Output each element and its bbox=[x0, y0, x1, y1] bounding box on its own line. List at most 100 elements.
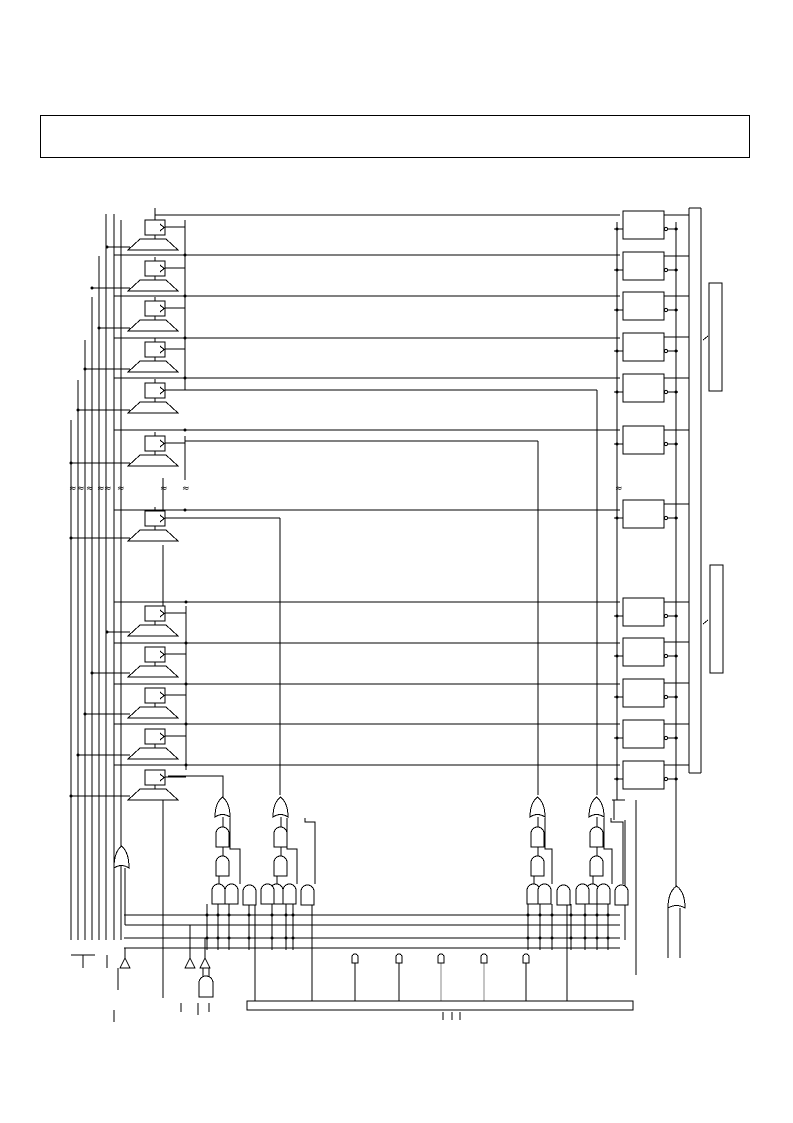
junction-dot bbox=[227, 936, 231, 940]
bottom-bus-bar bbox=[246, 1000, 634, 1011]
and-gate bbox=[556, 884, 571, 906]
and-gate bbox=[215, 826, 230, 848]
break-mark: ≈ bbox=[104, 484, 112, 494]
stage-flip-flop bbox=[144, 219, 166, 236]
register-block bbox=[622, 332, 665, 362]
inverted-output bbox=[663, 735, 669, 741]
wire bbox=[168, 775, 224, 797]
inverted-output bbox=[663, 653, 669, 659]
stage-multiplexer bbox=[126, 401, 180, 414]
junction-dot bbox=[69, 461, 73, 465]
or-gate bbox=[667, 885, 686, 909]
junction-dot bbox=[69, 536, 73, 540]
and-gate bbox=[530, 826, 545, 848]
junction-dot bbox=[674, 308, 678, 312]
and-gate bbox=[211, 883, 226, 905]
inverted-output bbox=[663, 348, 669, 354]
wire bbox=[610, 818, 624, 884]
stage-flip-flop bbox=[144, 728, 166, 745]
and-gate bbox=[273, 855, 288, 877]
small-pin bbox=[437, 953, 445, 964]
junction-dot bbox=[595, 913, 599, 917]
and-gate bbox=[589, 855, 604, 877]
and-gate bbox=[575, 883, 590, 905]
or-gate bbox=[529, 796, 546, 818]
junction-dot bbox=[615, 777, 619, 781]
register-block bbox=[622, 291, 665, 321]
break-mark: ≈ bbox=[69, 484, 77, 494]
register-block bbox=[622, 251, 665, 281]
break-mark: ≈ bbox=[615, 484, 623, 494]
wire bbox=[286, 818, 298, 884]
stage-multiplexer bbox=[126, 279, 180, 292]
junction-dot bbox=[216, 913, 220, 917]
and-gate bbox=[198, 975, 214, 998]
wire bbox=[603, 818, 613, 884]
junction-dot bbox=[247, 913, 251, 917]
components bbox=[69, 210, 724, 1011]
junction-dot bbox=[183, 508, 187, 512]
inverted-output bbox=[663, 613, 669, 619]
stage-multiplexer bbox=[126, 238, 180, 251]
inverted-output bbox=[663, 307, 669, 313]
junction-dot bbox=[615, 516, 619, 520]
clock-mark bbox=[159, 773, 165, 782]
junction-dot bbox=[205, 913, 209, 917]
junction-dot bbox=[615, 695, 619, 699]
and-gate bbox=[224, 883, 239, 905]
small-pin bbox=[395, 953, 403, 964]
junction-dot bbox=[595, 936, 599, 940]
clock-mark bbox=[159, 345, 165, 354]
junction-dot bbox=[569, 936, 573, 940]
clock-mark bbox=[159, 439, 165, 448]
inverted-output bbox=[663, 776, 669, 782]
and-gate bbox=[260, 883, 275, 905]
wires bbox=[70, 207, 709, 1022]
junction-dot bbox=[526, 936, 530, 940]
stage-multiplexer bbox=[126, 788, 180, 801]
or-gate bbox=[113, 845, 130, 869]
junction-dot bbox=[183, 428, 187, 432]
stage-flip-flop bbox=[144, 605, 166, 622]
register-block bbox=[622, 373, 665, 403]
register-block bbox=[622, 719, 665, 749]
clock-mark bbox=[159, 264, 165, 273]
break-mark: ≈ bbox=[160, 484, 168, 494]
and-gate bbox=[530, 855, 545, 877]
clock-mark bbox=[159, 223, 165, 232]
junction-dot bbox=[183, 253, 187, 257]
junction-dot bbox=[105, 630, 109, 634]
and-gate bbox=[300, 884, 315, 906]
junction-dot bbox=[69, 794, 73, 798]
junction-dot bbox=[674, 442, 678, 446]
junction-dot bbox=[674, 390, 678, 394]
junction-dot bbox=[216, 936, 220, 940]
junction-dot bbox=[550, 913, 554, 917]
junction-dot bbox=[615, 349, 619, 353]
stage-multiplexer bbox=[126, 624, 180, 637]
junction-dot bbox=[674, 349, 678, 353]
junction-dot bbox=[583, 913, 587, 917]
register-block bbox=[622, 678, 665, 708]
junction-dot bbox=[183, 294, 187, 298]
junction-dot bbox=[606, 913, 610, 917]
register-block bbox=[622, 597, 665, 627]
inverted-output bbox=[663, 267, 669, 273]
junction-dot bbox=[76, 408, 80, 412]
junction-dot bbox=[615, 442, 619, 446]
junction-dot bbox=[291, 936, 295, 940]
junction-dot bbox=[674, 736, 678, 740]
junction-dot bbox=[526, 913, 530, 917]
side-block bbox=[709, 564, 724, 674]
break-marks: ≈≈≈≈≈≈≈≈≈ bbox=[69, 484, 623, 494]
junction-dot bbox=[615, 654, 619, 658]
buffer bbox=[184, 956, 196, 969]
and-gate bbox=[589, 826, 604, 848]
break-mark: ≈ bbox=[117, 484, 125, 494]
stage-multiplexer bbox=[126, 319, 180, 332]
break-mark: ≈ bbox=[77, 484, 85, 494]
clock-mark bbox=[159, 514, 165, 523]
or-gate bbox=[214, 796, 231, 818]
junction-dot bbox=[227, 913, 231, 917]
junction-dot bbox=[615, 390, 619, 394]
